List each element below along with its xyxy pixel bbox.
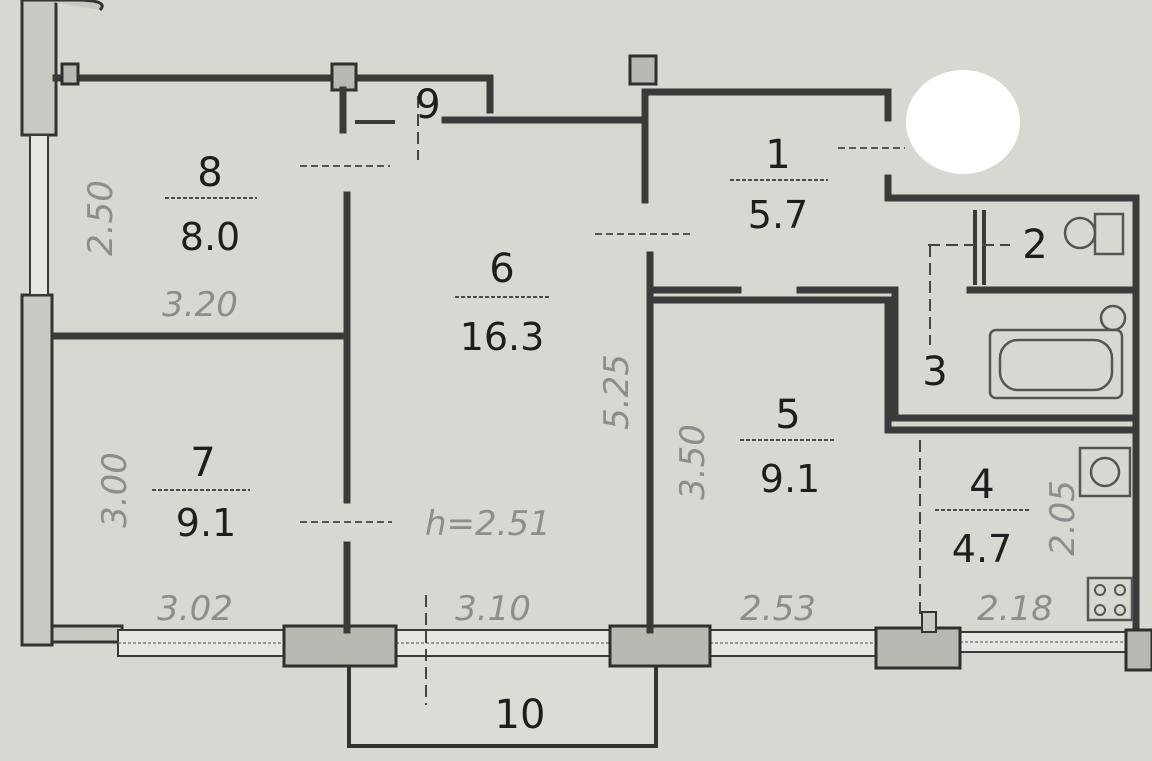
column <box>628 54 658 86</box>
room-7: 7 9.1 <box>152 440 250 545</box>
room-4: 4 4.7 <box>935 462 1030 571</box>
dim-r8-width: 3.20 <box>162 285 238 325</box>
room-3-number: 3 <box>922 349 947 395</box>
room-area: 5.7 <box>748 193 808 237</box>
room-5: 5 9.1 <box>740 392 836 501</box>
dim-r6-height: 5.25 <box>597 354 637 430</box>
room-area: 8.0 <box>180 215 240 259</box>
plumbing-fixtures <box>988 212 1134 622</box>
dim-r5-height: 3.50 <box>673 424 713 500</box>
interior-walls <box>52 86 1140 634</box>
room-9-number: 9 <box>415 82 440 128</box>
room-number: 8 <box>197 150 222 196</box>
dim-r8-height: 2.50 <box>81 180 121 256</box>
balcony-outline <box>347 638 658 748</box>
room-number: 4 <box>969 462 994 508</box>
dim-r5-width: 2.53 <box>740 589 816 629</box>
dim-r7-height: 3.00 <box>95 452 135 528</box>
room-1: 1 5.7 <box>730 132 828 237</box>
room-6: 6 16.3 <box>455 246 550 359</box>
room-number: 1 <box>765 132 790 178</box>
room-area: 9.1 <box>176 501 236 545</box>
dim-r4-width: 2.18 <box>977 589 1053 629</box>
door-markers <box>300 96 1010 705</box>
dim-r4-height: 2.05 <box>1043 480 1083 556</box>
column <box>330 62 358 92</box>
room-area: 4.7 <box>952 527 1012 571</box>
room-area: 9.1 <box>760 457 820 501</box>
column <box>60 62 80 86</box>
room-area: 16.3 <box>460 315 545 359</box>
dimension-labels: 2.50 3.20 3.00 3.02 5.25 3.10 3.50 2.53 … <box>81 180 1083 629</box>
ceiling-height: h=2.51 <box>425 504 551 544</box>
room-8: 8 8.0 <box>165 150 257 259</box>
bottom-windows <box>117 624 1152 672</box>
room-number: 6 <box>489 246 514 292</box>
outer-walls <box>20 0 1140 647</box>
white-stamp <box>906 70 1020 174</box>
room-2-number: 2 <box>1022 222 1047 268</box>
room-number: 5 <box>775 392 800 438</box>
dim-r7-width: 3.02 <box>157 589 233 629</box>
room-10-number: 10 <box>495 692 546 738</box>
dim-r6-width: 3.10 <box>455 589 531 629</box>
room-number: 7 <box>190 440 215 486</box>
